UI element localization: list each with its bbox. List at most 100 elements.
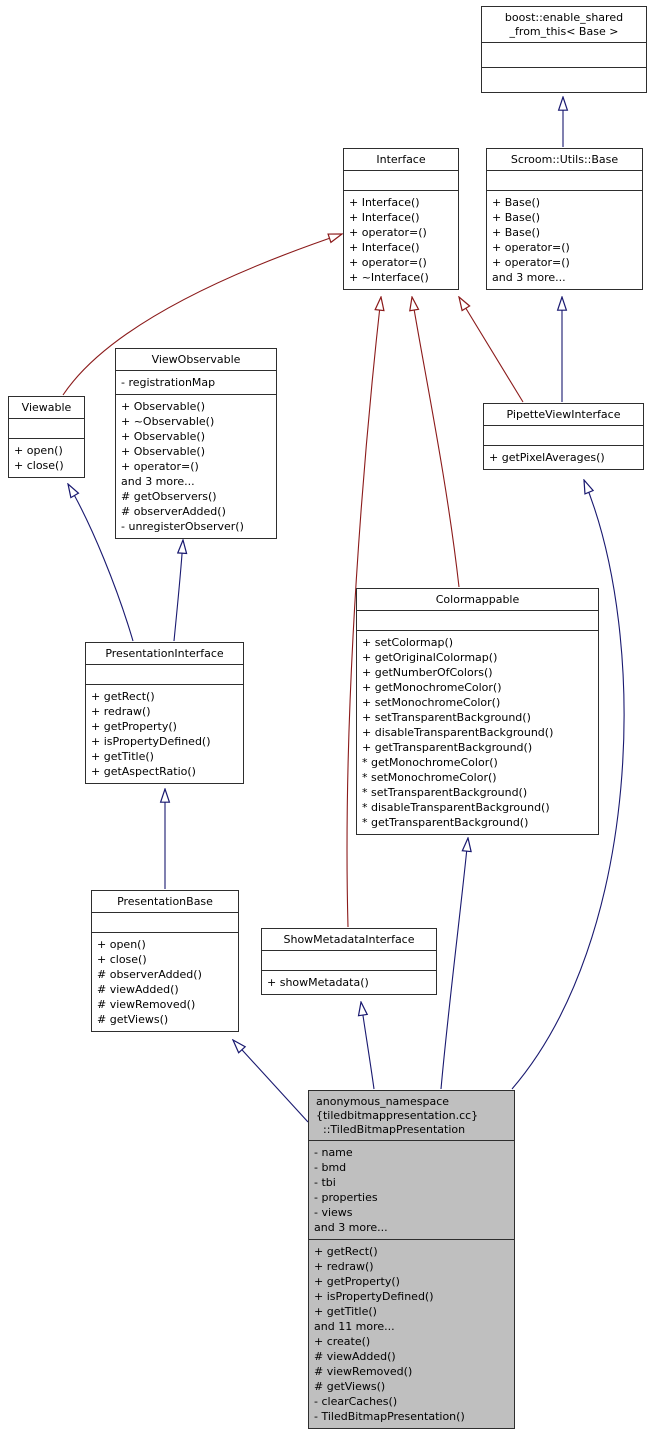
member-line: + getNumberOfColors(): [362, 666, 493, 679]
member-line: and 3 more...: [492, 271, 566, 284]
member-line: # viewAdded(): [97, 983, 179, 996]
member-line: + getRect(): [91, 690, 155, 703]
class-title: Colormappable: [435, 593, 520, 606]
edge-tiled-bitmap-to-presentation-base: [233, 1040, 309, 1123]
member-line: + operator=(): [349, 226, 427, 239]
member-line: + getProperty(): [314, 1275, 400, 1288]
class-node-show-metadata-interface[interactable]: ShowMetadataInterface + showMetadata(): [261, 928, 437, 995]
member-line: + ~Observable(): [121, 415, 215, 428]
class-title: PresentationBase: [117, 895, 213, 908]
class-node-pipette-view-interface[interactable]: PipetteViewInterface + getPixelAverages(…: [483, 403, 644, 470]
member-line: # observerAdded(): [121, 505, 226, 518]
attributes-section: [86, 664, 243, 684]
member-line: # getViews(): [97, 1013, 169, 1026]
attributes-section: [262, 950, 436, 970]
class-title: Scroom::Utils::Base: [510, 153, 619, 166]
member-line: + setColormap(): [362, 636, 454, 649]
member-line: + setTransparentBackground(): [362, 711, 531, 724]
member-line: + getTransparentBackground(): [362, 741, 533, 754]
methods-section: + setColormap() + getOriginalColormap() + …: [357, 630, 598, 834]
member-line: * setTransparentBackground(): [362, 786, 528, 799]
member-line: + redraw(): [314, 1260, 374, 1273]
member-line: * getTransparentBackground(): [362, 816, 529, 829]
member-line: + getRect(): [314, 1245, 378, 1258]
member-line: + isPropertyDefined(): [91, 735, 211, 748]
methods-section: + getRect()+ redraw()+ getProperty()+ is…: [86, 684, 243, 783]
class-title: ShowMetadataInterface: [283, 933, 415, 946]
member-line: + Interface(): [349, 241, 420, 254]
member-line: + getOriginalColormap(): [362, 651, 498, 664]
class-node-boost-enable-shared[interactable]: boost::enable_shared _from_this< Base >: [481, 6, 647, 93]
attributes-section: [484, 425, 643, 445]
member-line: + close(): [97, 953, 147, 966]
edge-pipette-to-interface: [459, 297, 524, 403]
attributes-section: - registrationMap: [116, 370, 276, 394]
member-line: # getObservers(): [121, 490, 217, 503]
class-node-presentation-interface[interactable]: PresentationInterface + getRect()+ redra…: [85, 642, 244, 784]
edge-colormappable-to-interface: [412, 297, 460, 588]
member-line: + getMonochromeColor(): [362, 681, 502, 694]
member-line: + operator=(): [121, 460, 199, 473]
class-node-tiled-bitmap-presentation: anonymous_namespace {tiledbitmappresenta…: [308, 1090, 515, 1429]
attributes-section: [9, 418, 84, 438]
edge-presentation-interface-to-view-observable: [173, 540, 183, 642]
member-line: - views: [314, 1206, 353, 1219]
member-line: + Observable(): [121, 430, 206, 443]
member-line: - tbi: [314, 1176, 336, 1189]
member-line: + showMetadata(): [267, 976, 369, 989]
member-line: + Interface(): [349, 196, 420, 209]
methods-section: + getPixelAverages(): [484, 445, 643, 469]
class-node-view-observable[interactable]: ViewObservable - registrationMap + Obser…: [115, 348, 277, 539]
class-node-presentation-base[interactable]: PresentationBase + open() + close() # obse…: [91, 890, 239, 1032]
member-line: and 3 more...: [314, 1221, 388, 1234]
member-line: + operator=(): [492, 256, 570, 269]
class-node-scroom-utils-base[interactable]: Scroom::Utils::Base + Base()+ Base()+ Ba…: [486, 148, 643, 290]
member-line: + ~Interface(): [349, 271, 429, 284]
methods-section: + showMetadata(): [262, 970, 436, 994]
member-line: and 3 more...: [121, 475, 195, 488]
class-node-interface[interactable]: Interface + Interface() + Interface() + op…: [343, 148, 459, 290]
member-line: + disableTransparentBackground(): [362, 726, 554, 739]
member-line: - registrationMap: [121, 376, 216, 389]
member-line: + open(): [97, 938, 146, 951]
member-line: - TiledBitmapPresentation(): [314, 1410, 465, 1423]
methods-section: + Observable() + ~Observable() + Observabl…: [116, 394, 276, 538]
attributes-section: [487, 170, 642, 190]
class-title: boost::enable_shared _from_this< Base >: [504, 11, 624, 38]
member-line: - name: [314, 1146, 353, 1159]
methods-section: + Interface() + Interface() + operator=() +…: [344, 190, 458, 289]
member-line: + operator=(): [349, 256, 427, 269]
class-title: Viewable: [21, 401, 72, 414]
member-line: + close(): [14, 459, 64, 472]
edge-tiled-bitmap-to-pipette: [511, 480, 625, 1090]
methods-section: + open() + close(): [9, 438, 84, 477]
member-line: - bmd: [314, 1161, 347, 1174]
member-line: # viewRemoved(): [314, 1365, 413, 1378]
class-node-viewable[interactable]: Viewable + open() + close(): [8, 396, 85, 478]
class-title: PresentationInterface: [105, 647, 224, 660]
class-title: PipetteViewInterface: [506, 408, 621, 421]
member-line: + operator=(): [492, 241, 570, 254]
member-line: - clearCaches(): [314, 1395, 398, 1408]
member-line: + open(): [14, 444, 63, 457]
member-line: + Observable(): [121, 400, 206, 413]
attributes-section: [92, 912, 238, 932]
class-title: anonymous_namespace {tiledbitmappresenta…: [316, 1095, 479, 1136]
member-line: # viewRemoved(): [97, 998, 196, 1011]
class-node-colormappable[interactable]: Colormappable + setColormap() + getOrigin…: [356, 588, 599, 835]
methods-section: [482, 67, 646, 92]
member-line: + create(): [314, 1335, 371, 1348]
member-line: - unregisterObserver(): [121, 520, 244, 533]
class-title: Interface: [376, 153, 426, 166]
member-line: + getAspectRatio(): [91, 765, 196, 778]
member-line: + isPropertyDefined(): [314, 1290, 434, 1303]
edge-presentation-interface-to-viewable: [68, 484, 134, 642]
member-line: + getTitle(): [91, 750, 154, 763]
attributes-section: [344, 170, 458, 190]
attributes-section: [357, 610, 598, 630]
member-line: # observerAdded(): [97, 968, 202, 981]
member-line: + Base(): [492, 226, 541, 239]
edge-tiled-bitmap-to-colormappable: [440, 838, 468, 1090]
